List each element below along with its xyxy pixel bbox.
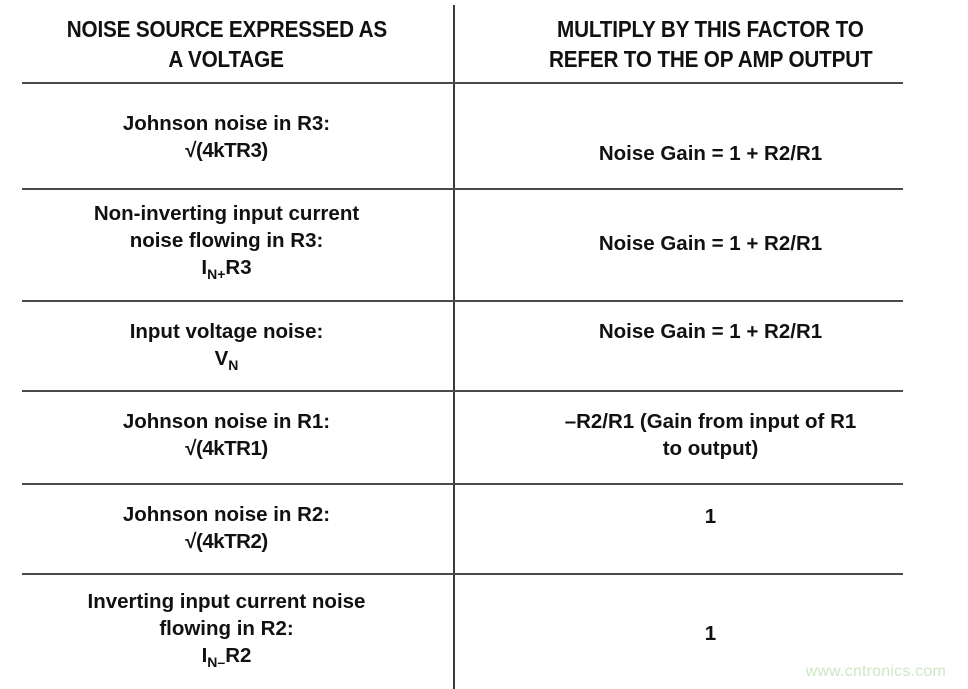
table-row: Input voltage noise: VN Noise Gain = 1 +… xyxy=(0,318,968,372)
header-line: NOISE SOURCE EXPRESSED AS xyxy=(66,16,387,42)
formula-base: I xyxy=(201,644,208,667)
cell-multiply-factor: 1 xyxy=(453,501,968,555)
source-formula: VN xyxy=(215,345,239,372)
factor-line: 1 xyxy=(704,505,717,528)
source-line: Inverting input current noise xyxy=(87,590,366,613)
source-formula: √(4kTR3) xyxy=(185,139,268,162)
row-divider-2 xyxy=(22,300,903,302)
source-line: Non-inverting input current xyxy=(93,202,360,225)
factor-line: Noise Gain = 1 + R2/R1 xyxy=(598,142,823,165)
source-formula: √(4kTR2) xyxy=(185,530,268,553)
watermark: www.cntronics.com xyxy=(805,663,946,680)
table-row: Non-inverting input current noise flowin… xyxy=(0,200,968,281)
header-line: REFER TO THE OP AMP OUTPUT xyxy=(548,46,873,72)
cell-noise-source: Johnson noise in R3: √(4kTR3) xyxy=(0,110,453,167)
formula-subscript: N– xyxy=(207,654,226,670)
source-line: noise flowing in R3: xyxy=(129,229,324,252)
header-cell-noise-source: NOISE SOURCE EXPRESSED AS A VOLTAGE xyxy=(0,14,453,74)
row-divider-3 xyxy=(22,390,903,392)
factor-line: 1 xyxy=(704,622,717,645)
factor-line: –R2/R1 (Gain from input of R1 xyxy=(564,410,857,433)
formula-subscript: N xyxy=(228,357,239,373)
cell-multiply-factor: Noise Gain = 1 + R2/R1 xyxy=(453,110,968,167)
cell-noise-source: Inverting input current noise flowing in… xyxy=(0,588,453,669)
table-header-row: NOISE SOURCE EXPRESSED AS A VOLTAGE MULT… xyxy=(0,14,968,74)
column-divider xyxy=(453,5,455,689)
formula-base: I xyxy=(201,256,208,279)
cell-noise-source: Non-inverting input current noise flowin… xyxy=(0,200,453,281)
cell-multiply-factor: –R2/R1 (Gain from input of R1 to output) xyxy=(453,408,968,462)
cell-multiply-factor: Noise Gain = 1 + R2/R1 xyxy=(453,200,968,281)
row-divider-4 xyxy=(22,483,903,485)
formula-base: V xyxy=(214,347,229,370)
formula-tail: R2 xyxy=(225,644,252,667)
source-formula: √(4kTR1) xyxy=(185,437,268,460)
cell-multiply-factor: 1 xyxy=(453,588,968,669)
row-divider-header xyxy=(22,82,903,84)
formula-subscript: N+ xyxy=(207,266,226,282)
factor-line: to output) xyxy=(662,437,759,460)
header-cell-multiply-factor: MULTIPLY BY THIS FACTOR TO REFER TO THE … xyxy=(453,14,968,74)
table-row: Johnson noise in R1: √(4kTR1) –R2/R1 (Ga… xyxy=(0,408,968,462)
cell-noise-source: Input voltage noise: VN xyxy=(0,318,453,372)
row-divider-5 xyxy=(22,573,903,575)
source-line: Johnson noise in R2: xyxy=(122,503,331,526)
source-line: Input voltage noise: xyxy=(129,320,324,343)
row-divider-1 xyxy=(22,188,903,190)
factor-line: Noise Gain = 1 + R2/R1 xyxy=(598,232,823,255)
source-line: Johnson noise in R1: xyxy=(122,410,331,433)
source-formula: IN+R3 xyxy=(201,254,251,281)
source-formula: IN–R2 xyxy=(202,642,252,669)
header-line: MULTIPLY BY THIS FACTOR TO xyxy=(557,16,864,42)
factor-line: Noise Gain = 1 + R2/R1 xyxy=(598,320,823,343)
source-line: Johnson noise in R3: xyxy=(122,112,331,135)
table-row: Johnson noise in R3: √(4kTR3) Noise Gain… xyxy=(0,110,968,167)
formula-tail: R3 xyxy=(225,256,252,279)
cell-multiply-factor: Noise Gain = 1 + R2/R1 xyxy=(453,318,968,372)
table-row: Inverting input current noise flowing in… xyxy=(0,588,968,669)
table-row: Johnson noise in R2: √(4kTR2) 1 xyxy=(0,501,968,555)
source-line: flowing in R2: xyxy=(159,617,294,640)
cell-noise-source: Johnson noise in R1: √(4kTR1) xyxy=(0,408,453,462)
header-line: A VOLTAGE xyxy=(168,46,285,72)
cell-noise-source: Johnson noise in R2: √(4kTR2) xyxy=(0,501,453,555)
